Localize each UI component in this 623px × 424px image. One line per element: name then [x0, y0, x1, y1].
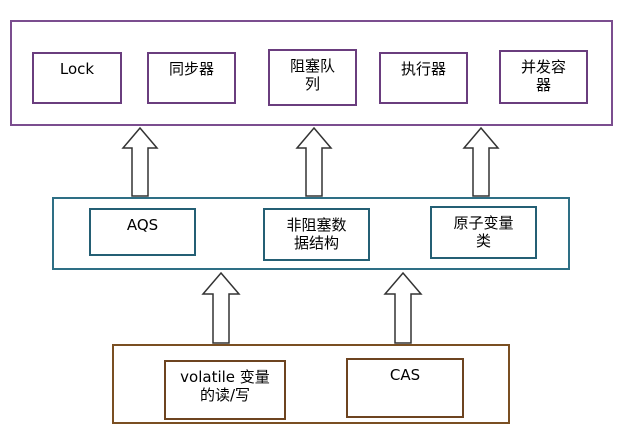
middle-layer-container: AQS 非阻塞数 据结构 原子变量 类	[52, 197, 570, 270]
blocking-queue-box: 阻塞队 列	[268, 49, 357, 106]
bottom-layer-container: volatile 变量 的读/写 CAS	[112, 344, 510, 424]
nonblocking-data-structure-box: 非阻塞数 据结构	[263, 208, 370, 261]
executor-box: 执行器	[379, 52, 468, 104]
aqs-box: AQS	[89, 208, 196, 256]
cas-box: CAS	[346, 358, 464, 418]
concurrent-container-label: 并发容 器	[520, 58, 566, 94]
up-arrow-icon	[295, 126, 333, 197]
up-arrow-icon	[462, 126, 500, 197]
synchronizer-label: 同步器	[168, 60, 214, 78]
top-layer-container: Lock 同步器 阻塞队 列 执行器 并发容 器	[10, 20, 613, 126]
atomic-variable-box: 原子变量 类	[430, 206, 537, 259]
lock-box: Lock	[32, 52, 122, 104]
cas-label: CAS	[389, 366, 421, 384]
lock-label: Lock	[59, 60, 95, 78]
synchronizer-box: 同步器	[147, 52, 236, 104]
volatile-read-write-box: volatile 变量 的读/写	[164, 360, 286, 420]
up-arrow-icon	[383, 271, 423, 344]
up-arrow-icon	[201, 271, 241, 344]
blocking-queue-label: 阻塞队 列	[289, 57, 335, 93]
up-arrow-icon	[121, 126, 159, 197]
concurrent-container-box: 并发容 器	[499, 50, 588, 104]
atomic-variable-label: 原子变量 类	[453, 214, 514, 250]
nonblocking-data-structure-label: 非阻塞数 据结构	[286, 216, 347, 252]
volatile-read-write-label: volatile 变量 的读/写	[180, 368, 270, 404]
executor-label: 执行器	[400, 60, 446, 78]
aqs-label: AQS	[126, 216, 159, 234]
